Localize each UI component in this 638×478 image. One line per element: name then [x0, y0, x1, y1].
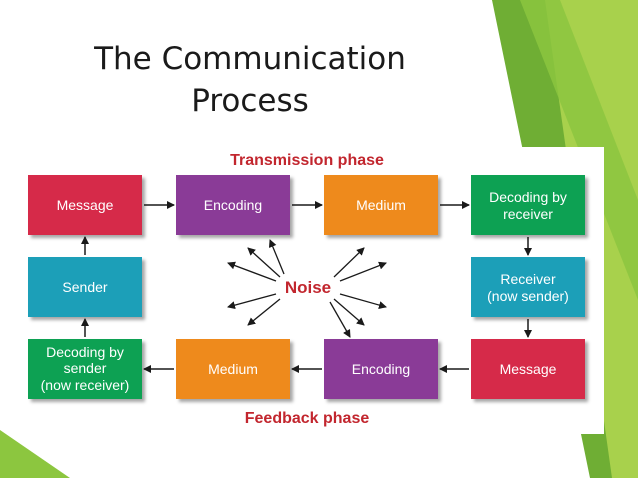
noise-arrow-4 — [227, 293, 277, 310]
box-message-bottom-rect — [471, 339, 585, 399]
box-medium-top-text: Medium — [356, 197, 406, 213]
box-sender: Sender — [28, 257, 142, 317]
box-decoding-receiver: Decoding by receiver — [471, 175, 585, 235]
box-encoding-top-text: Encoding — [204, 197, 262, 213]
noise-arrow-9 — [333, 298, 365, 326]
box-receiver-rect — [471, 257, 585, 317]
flow-arrows — [81, 201, 532, 373]
box-medium-top-rect — [324, 175, 438, 235]
box-message-top-text: Message — [57, 197, 114, 213]
slide-title-line1: The Communication — [94, 41, 406, 77]
box-decoding-receiver-text-2: receiver — [503, 206, 553, 222]
box-medium-bottom: Medium — [176, 339, 290, 399]
box-encoding-top-rect — [176, 175, 290, 235]
box-message-top-rect — [28, 175, 142, 235]
noise-arrow-7 — [339, 261, 387, 282]
box-medium-bottom-text: Medium — [208, 361, 258, 377]
feedback-phase-label: Feedback phase — [245, 410, 370, 427]
box-message-bottom: Message — [471, 339, 585, 399]
box-encoding-bottom: Encoding — [324, 339, 438, 399]
box-encoding-bottom-text: Encoding — [352, 361, 410, 377]
slide-title: The Communication Process — [60, 38, 440, 122]
accent-shape-corner — [0, 430, 70, 478]
noise-arrow-1 — [227, 261, 277, 282]
noise-arrow-2 — [247, 247, 281, 278]
box-sender-text: Sender — [62, 279, 107, 295]
box-medium-top: Medium — [324, 175, 438, 235]
box-decoding-sender-rect — [28, 339, 142, 399]
noise-arrow-8 — [339, 293, 387, 309]
noise-arrow-10 — [329, 301, 351, 338]
noise-arrow-5 — [247, 298, 281, 326]
slide-title-line2: Process — [191, 83, 309, 119]
box-receiver: Receiver (now sender) — [471, 257, 585, 317]
box-receiver-text-1: Receiver — [500, 271, 556, 287]
box-decoding-sender-text-3: (now receiver) — [41, 377, 130, 393]
noise-label: Noise — [285, 278, 331, 297]
box-sender-rect — [28, 257, 142, 317]
box-encoding-top: Encoding — [176, 175, 290, 235]
box-receiver-text-2: (now sender) — [487, 288, 569, 304]
box-message-bottom-text: Message — [500, 361, 557, 377]
noise-arrows — [227, 239, 387, 338]
box-decoding-sender-text-1: Decoding by — [46, 344, 124, 360]
box-decoding-sender-text-2: sender — [64, 360, 107, 376]
box-decoding-receiver-rect — [471, 175, 585, 235]
box-decoding-receiver-text-1: Decoding by — [489, 189, 567, 205]
noise-arrow-6 — [333, 247, 365, 278]
box-decoding-sender: Decoding by sender (now receiver) — [28, 339, 142, 399]
box-medium-bottom-rect — [176, 339, 290, 399]
box-message-top: Message — [28, 175, 142, 235]
communication-diagram: Transmission phase Feedback phase Messag… — [22, 147, 604, 434]
box-encoding-bottom-rect — [324, 339, 438, 399]
noise-arrow-3 — [268, 239, 285, 275]
transmission-phase-label: Transmission phase — [230, 152, 384, 169]
